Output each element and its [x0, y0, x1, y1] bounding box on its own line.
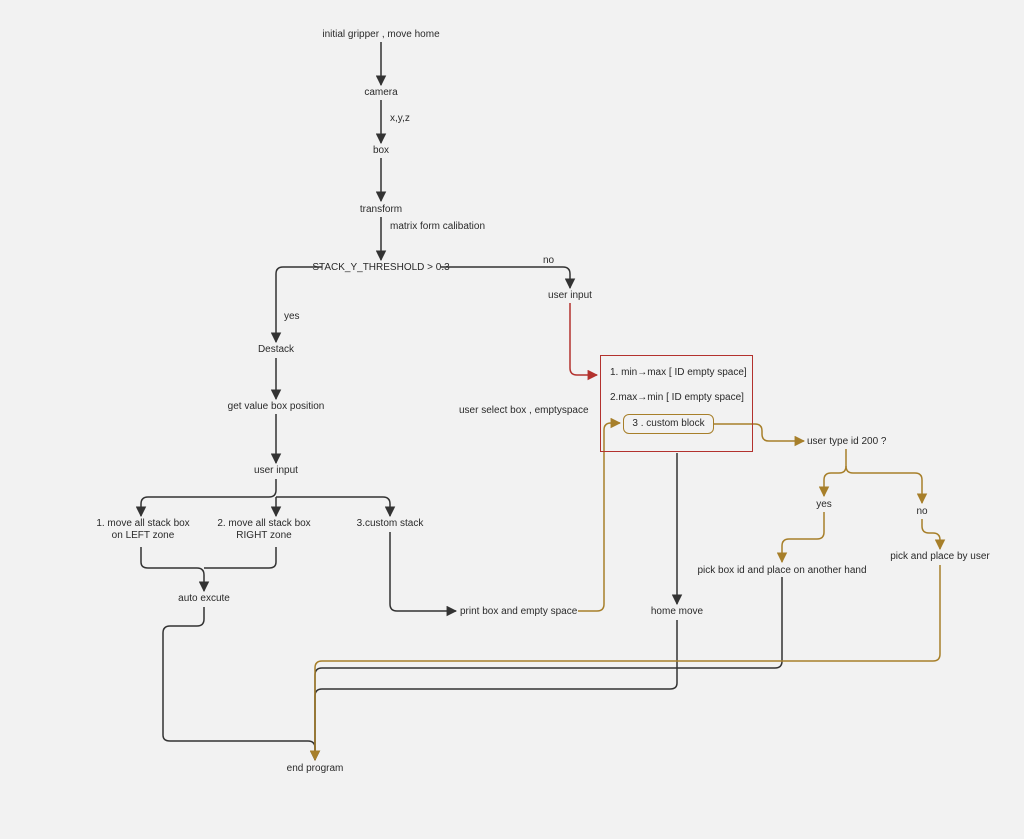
- node-user-input-right: user input: [548, 290, 592, 301]
- node-option-3: 3 . custom block: [623, 414, 714, 434]
- edge-label-user-select: user select box , emptyspace: [459, 405, 589, 416]
- node-pick-by-user: pick and place by user: [890, 551, 990, 562]
- connector-auto-end: [162, 607, 321, 762]
- node-destack: Destack: [257, 344, 295, 355]
- connector-userinput-fan: [135, 479, 277, 518]
- connector-custom-usertype: [714, 423, 806, 447]
- node-option-1: 1. min→max [ ID empty space]: [610, 367, 747, 378]
- connector-no-pick: [921, 519, 946, 551]
- node-pick-another-hand: pick box id and place on another hand: [697, 565, 867, 576]
- connector-anotherhand-end: [314, 577, 783, 760]
- edge-label-no: no: [543, 255, 555, 266]
- connector-userinput-menu: [569, 303, 599, 381]
- node-yes-right: yes: [816, 499, 832, 510]
- node-no-right: no: [916, 506, 928, 517]
- connector-threshold-destack: [270, 266, 322, 344]
- node-end-program: end program: [286, 763, 344, 774]
- edge-label-yes: yes: [284, 311, 300, 322]
- node-user-type-id: user type id 200 ?: [807, 436, 887, 447]
- connector-threshold-no: [441, 266, 576, 290]
- edge-label-xyz: x,y,z: [390, 113, 410, 124]
- node-home-move: home move: [650, 606, 704, 617]
- node-custom-stack: 3.custom stack: [356, 518, 424, 529]
- connector-userinput-custom: [276, 496, 396, 518]
- node-move-right: 2. move all stack box RIGHT zone: [217, 518, 311, 541]
- node-transform: transform: [359, 204, 403, 215]
- node-move-left: 1. move all stack box on LEFT zone: [96, 518, 190, 541]
- connector-pickuser-end: [309, 565, 941, 762]
- connector-left-auto: [140, 547, 210, 593]
- node-option-2: 2.max→min [ ID empty space]: [610, 392, 744, 403]
- connector-home-end: [314, 620, 678, 760]
- connector-usertype-no: [845, 465, 928, 505]
- node-print-box: print box and empty space: [460, 606, 578, 617]
- options-menu-box: [600, 355, 753, 452]
- node-user-input-left: user input: [254, 465, 298, 476]
- node-camera: camera: [364, 87, 398, 98]
- connector-right-auto: [204, 547, 277, 569]
- edge-label-matrix: matrix form calibation: [390, 221, 486, 232]
- node-threshold: STACK_Y_THRESHOLD > 0.3: [312, 262, 450, 273]
- connector-custom-print: [389, 532, 458, 617]
- connector-yes-pick: [776, 512, 825, 564]
- node-get-value: get value box position: [227, 401, 325, 412]
- node-auto-execute: auto excute: [178, 593, 230, 604]
- node-init: initial gripper , move home: [322, 29, 440, 40]
- node-box: box: [372, 145, 390, 156]
- connector-print-custom: [578, 417, 622, 612]
- connector-usertype-yes: [818, 449, 847, 498]
